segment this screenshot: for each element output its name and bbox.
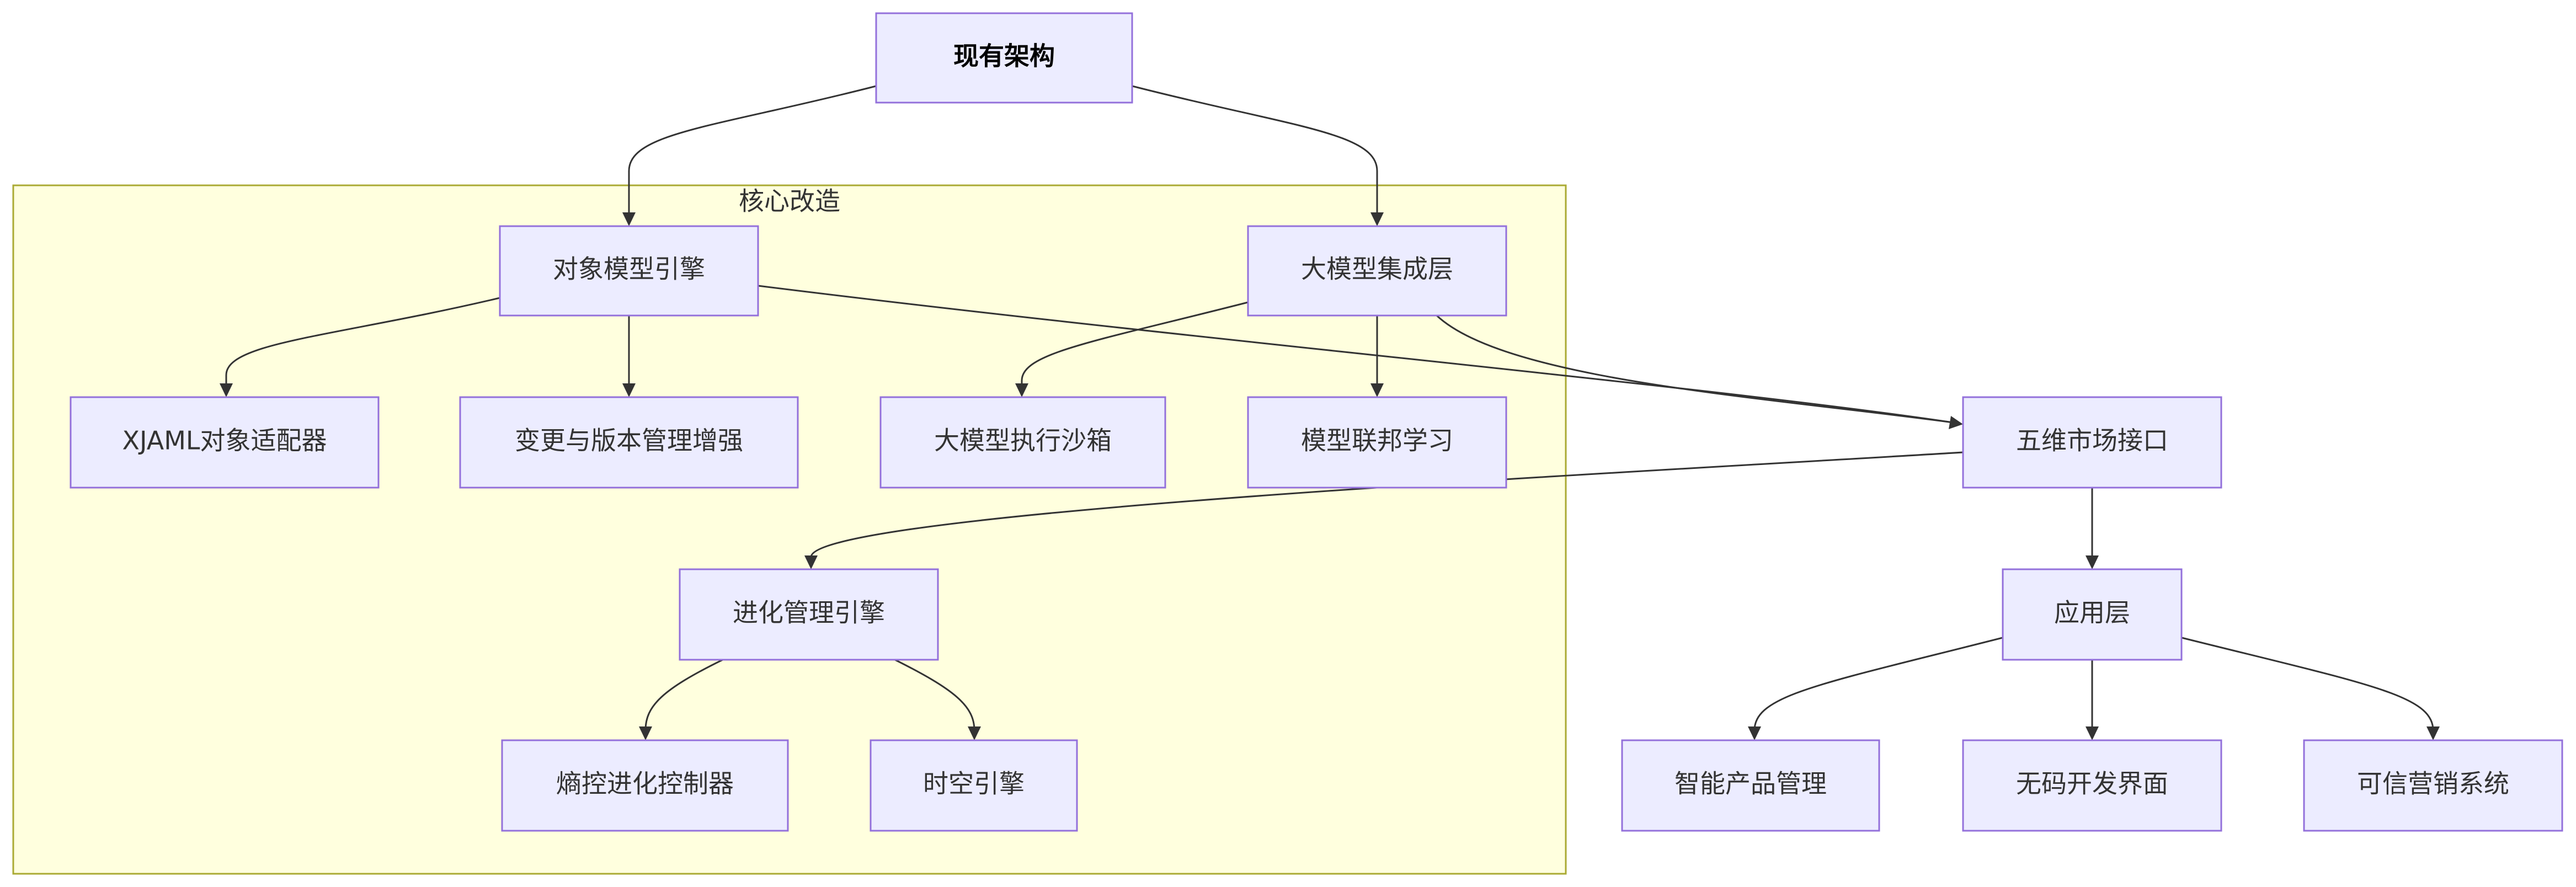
node-label: 对象模型引擎 bbox=[553, 254, 705, 284]
node-label: 智能产品管理 bbox=[1674, 769, 1827, 799]
edge-object-engine-to-xjaml bbox=[225, 297, 500, 387]
node-label: XJAML对象适配器 bbox=[122, 426, 327, 456]
edge-market-to-evolution bbox=[810, 451, 1964, 559]
edges bbox=[220, 85, 2440, 740]
edge-app-layer-to-product bbox=[1753, 637, 2003, 731]
node-llm-sandbox: 大模型执行沙箱 bbox=[879, 396, 1166, 489]
edge-llm-layer-to-sandbox bbox=[1021, 301, 1249, 387]
node-evolution-engine: 进化管理引擎 bbox=[679, 568, 939, 661]
node-label: 无码开发界面 bbox=[2016, 769, 2168, 799]
node-label: 应用层 bbox=[2054, 598, 2130, 628]
edge-evolution-to-spacetime bbox=[894, 659, 975, 731]
edge-evolution-to-entropy bbox=[644, 659, 723, 731]
node-entropy-controller: 熵控进化控制器 bbox=[501, 739, 789, 832]
node-application-layer: 应用层 bbox=[2002, 568, 2183, 661]
node-label: 模型联邦学习 bbox=[1301, 426, 1453, 456]
edge-object-engine-to-market bbox=[758, 285, 1954, 424]
node-marketing-system: 可信营销系统 bbox=[2303, 739, 2563, 832]
node-label: 大模型集成层 bbox=[1301, 254, 1453, 284]
node-label: 五维市场接口 bbox=[2016, 426, 2168, 456]
edge-existing-to-object-engine bbox=[628, 85, 877, 216]
node-label: 可信营销系统 bbox=[2357, 769, 2509, 799]
node-label: 时空引擎 bbox=[923, 769, 1025, 799]
node-label: 熵控进化控制器 bbox=[556, 769, 734, 799]
node-object-model-engine: 对象模型引擎 bbox=[499, 225, 759, 317]
node-label: 变更与版本管理增强 bbox=[515, 426, 743, 456]
node-label: 进化管理引擎 bbox=[733, 598, 885, 628]
node-xjaml-adapter: XJAML对象适配器 bbox=[70, 396, 380, 489]
edge-app-layer-to-marketing bbox=[2181, 637, 2434, 731]
node-market-interface: 五维市场接口 bbox=[1962, 396, 2222, 489]
node-spacetime-engine: 时空引擎 bbox=[870, 739, 1078, 832]
node-existing-architecture: 现有架构 bbox=[875, 12, 1133, 104]
node-federated-learning: 模型联邦学习 bbox=[1247, 396, 1507, 489]
node-nocode-interface: 无码开发界面 bbox=[1962, 739, 2222, 832]
node-version-management: 变更与版本管理增强 bbox=[459, 396, 799, 489]
edge-llm-layer-to-market bbox=[1436, 314, 1954, 424]
node-llm-integration-layer: 大模型集成层 bbox=[1247, 225, 1507, 317]
node-label: 现有架构 bbox=[953, 41, 1055, 71]
node-product-management: 智能产品管理 bbox=[1621, 739, 1880, 832]
group-label: 核心改造 bbox=[739, 186, 840, 216]
node-label: 大模型执行沙箱 bbox=[934, 426, 1112, 456]
edge-existing-to-llm-layer bbox=[1132, 85, 1378, 216]
